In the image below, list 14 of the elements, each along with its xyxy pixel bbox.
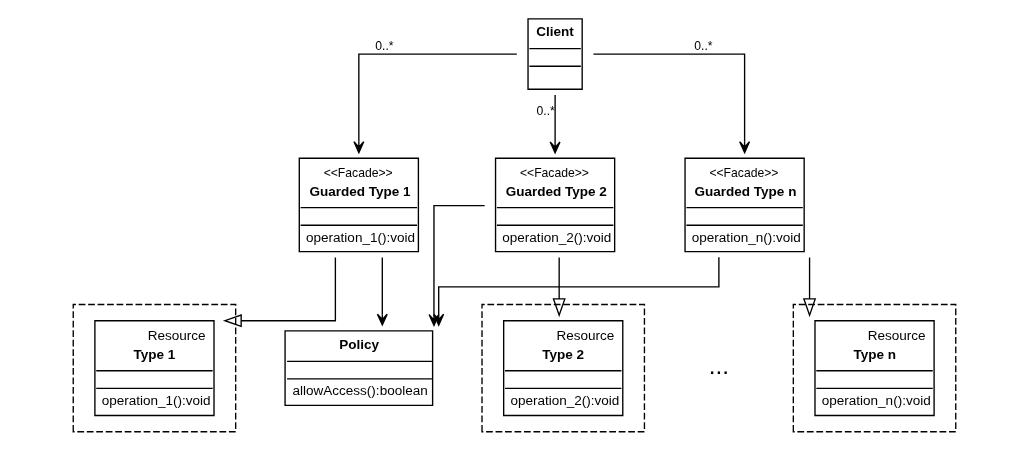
- cluster: [72, 303, 236, 433]
- arrow: [376, 256, 388, 326]
- cluster: [480, 303, 645, 433]
- cluster: [792, 303, 956, 433]
- edge-label: 0..*: [374, 39, 394, 54]
- arrow: [352, 53, 517, 154]
- arrow: [432, 256, 720, 326]
- arrow: [802, 256, 816, 318]
- arrow: [222, 256, 336, 328]
- arrow: [549, 94, 561, 154]
- arrow: [592, 53, 750, 154]
- arrow: [552, 256, 566, 318]
- label: ...: [708, 352, 729, 380]
- edge-label: 0..*: [693, 39, 713, 54]
